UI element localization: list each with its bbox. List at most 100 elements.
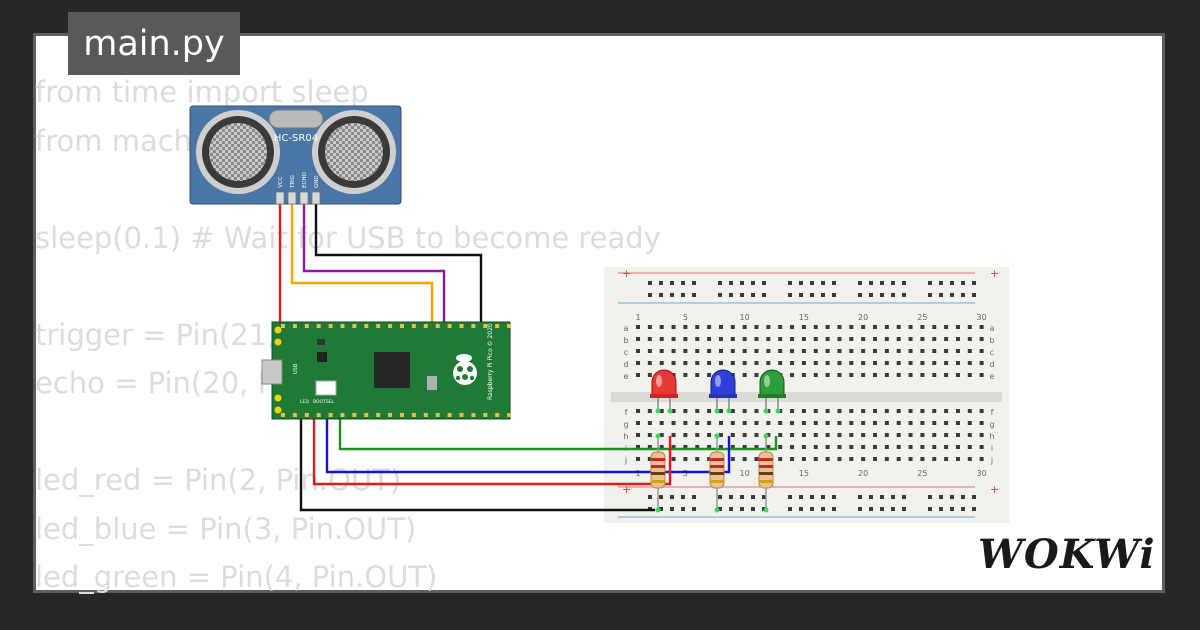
pico-gpio-pin[interactable] [364,413,369,417]
breadboard-hole[interactable] [778,445,783,449]
pico-gpio-pin[interactable] [447,324,452,328]
breadboard-hole[interactable] [884,349,889,353]
breadboard-hole[interactable] [950,281,954,285]
breadboard-hole[interactable] [896,445,901,449]
breadboard-hole[interactable] [683,457,688,461]
breadboard-hole[interactable] [813,409,818,413]
breadboard-hole[interactable] [670,495,674,499]
breadboard-hole[interactable] [972,281,976,285]
breadboard-hole[interactable] [647,457,652,461]
breadboard-hole[interactable] [648,495,652,499]
breadboard-hole[interactable] [636,349,640,353]
breadboard-hole[interactable] [671,445,676,449]
breadboard-hole[interactable] [671,361,676,365]
breadboard-hole[interactable] [873,433,877,437]
breadboard-hole[interactable] [932,337,937,341]
breadboard-hole[interactable] [801,445,806,449]
breadboard-hole[interactable] [961,293,965,297]
breadboard-hole[interactable] [801,409,806,413]
breadboard-hole[interactable] [849,349,854,353]
breadboard-hole[interactable] [837,361,842,365]
breadboard-hole[interactable] [740,507,744,511]
pico-gpio-pin[interactable] [388,324,393,328]
pico-gpio-pin[interactable] [281,324,285,328]
breadboard-hole[interactable] [932,421,937,425]
pico-gpio-pin[interactable] [435,413,440,417]
breadboard-hole[interactable] [920,421,925,425]
breadboard-hole[interactable] [670,293,674,297]
breadboard-hole[interactable] [810,495,814,499]
breadboard-hole[interactable] [681,293,685,297]
breadboard-hole[interactable] [799,281,803,285]
breadboard-hole[interactable] [692,281,696,285]
breadboard-hole[interactable] [979,409,984,413]
breadboard-hole[interactable] [896,433,901,437]
breadboard-hole[interactable] [972,293,976,297]
breadboard-hole[interactable] [754,337,759,341]
breadboard-hole[interactable] [813,349,818,353]
breadboard-hole[interactable] [902,281,906,285]
breadboard-hole[interactable] [659,325,664,329]
breadboard-hole[interactable] [861,373,866,377]
breadboard-hole[interactable] [837,325,842,329]
breadboard-hole[interactable] [813,433,818,437]
breadboard-hole[interactable] [891,293,895,297]
breadboard-hole[interactable] [961,507,965,511]
breadboard-hole[interactable] [928,281,932,285]
breadboard-hole[interactable] [955,373,960,377]
breadboard-hole[interactable] [896,409,901,413]
breadboard-hole[interactable] [967,457,972,461]
breadboard-hole[interactable] [972,507,976,511]
breadboard-hole[interactable] [944,433,949,437]
breadboard-hole[interactable] [961,281,965,285]
breadboard-hole[interactable] [880,495,884,499]
breadboard-hole[interactable] [751,507,755,511]
breadboard-hole[interactable] [754,445,759,449]
breadboard-hole[interactable] [825,325,830,329]
breadboard-hole[interactable] [636,409,640,413]
breadboard-hole[interactable] [778,361,783,365]
breadboard-hole[interactable] [920,349,925,353]
breadboard-hole[interactable] [718,281,722,285]
breadboard-hole[interactable] [880,281,884,285]
breadboard-hole[interactable] [810,293,814,297]
breadboard-hole[interactable] [950,293,954,297]
breadboard-hole[interactable] [861,337,866,341]
breadboard-hole[interactable] [873,361,877,365]
resistor-1[interactable] [650,436,666,510]
breadboard-hole[interactable] [813,373,818,377]
breadboard-hole[interactable] [683,361,688,365]
breadboard-hole[interactable] [648,293,652,297]
breadboard-hole[interactable] [681,281,685,285]
breadboard-hole[interactable] [810,507,814,511]
breadboard-hole[interactable] [944,325,949,329]
breadboard-hole[interactable] [891,507,895,511]
breadboard-hole[interactable] [742,445,747,449]
breadboard-hole[interactable] [891,495,895,499]
breadboard-hole[interactable] [636,421,640,425]
breadboard-hole[interactable] [896,349,901,353]
breadboard-hole[interactable] [799,293,803,297]
breadboard-hole[interactable] [730,325,735,329]
breadboard-hole[interactable] [801,361,806,365]
breadboard-hole[interactable] [950,495,954,499]
breadboard-hole[interactable] [932,457,937,461]
breadboard-hole[interactable] [751,281,755,285]
breadboard-hole[interactable] [671,409,676,413]
breadboard-hole[interactable] [861,445,866,449]
breadboard-hole[interactable] [920,445,925,449]
pico-gpio-pin[interactable] [471,324,476,328]
breadboard-hole[interactable] [659,361,664,365]
breadboard-hole[interactable] [659,421,664,425]
breadboard-hole[interactable] [742,421,747,425]
breadboard-hole[interactable] [683,373,688,377]
breadboard-hole[interactable] [873,421,877,425]
breadboard-hole[interactable] [884,337,889,341]
breadboard-hole[interactable] [647,445,652,449]
breadboard-hole[interactable] [979,445,984,449]
breadboard-hole[interactable] [825,457,830,461]
breadboard-hole[interactable] [659,495,663,499]
breadboard-hole[interactable] [730,445,735,449]
breadboard-hole[interactable] [861,457,866,461]
breadboard-hole[interactable] [718,445,723,449]
